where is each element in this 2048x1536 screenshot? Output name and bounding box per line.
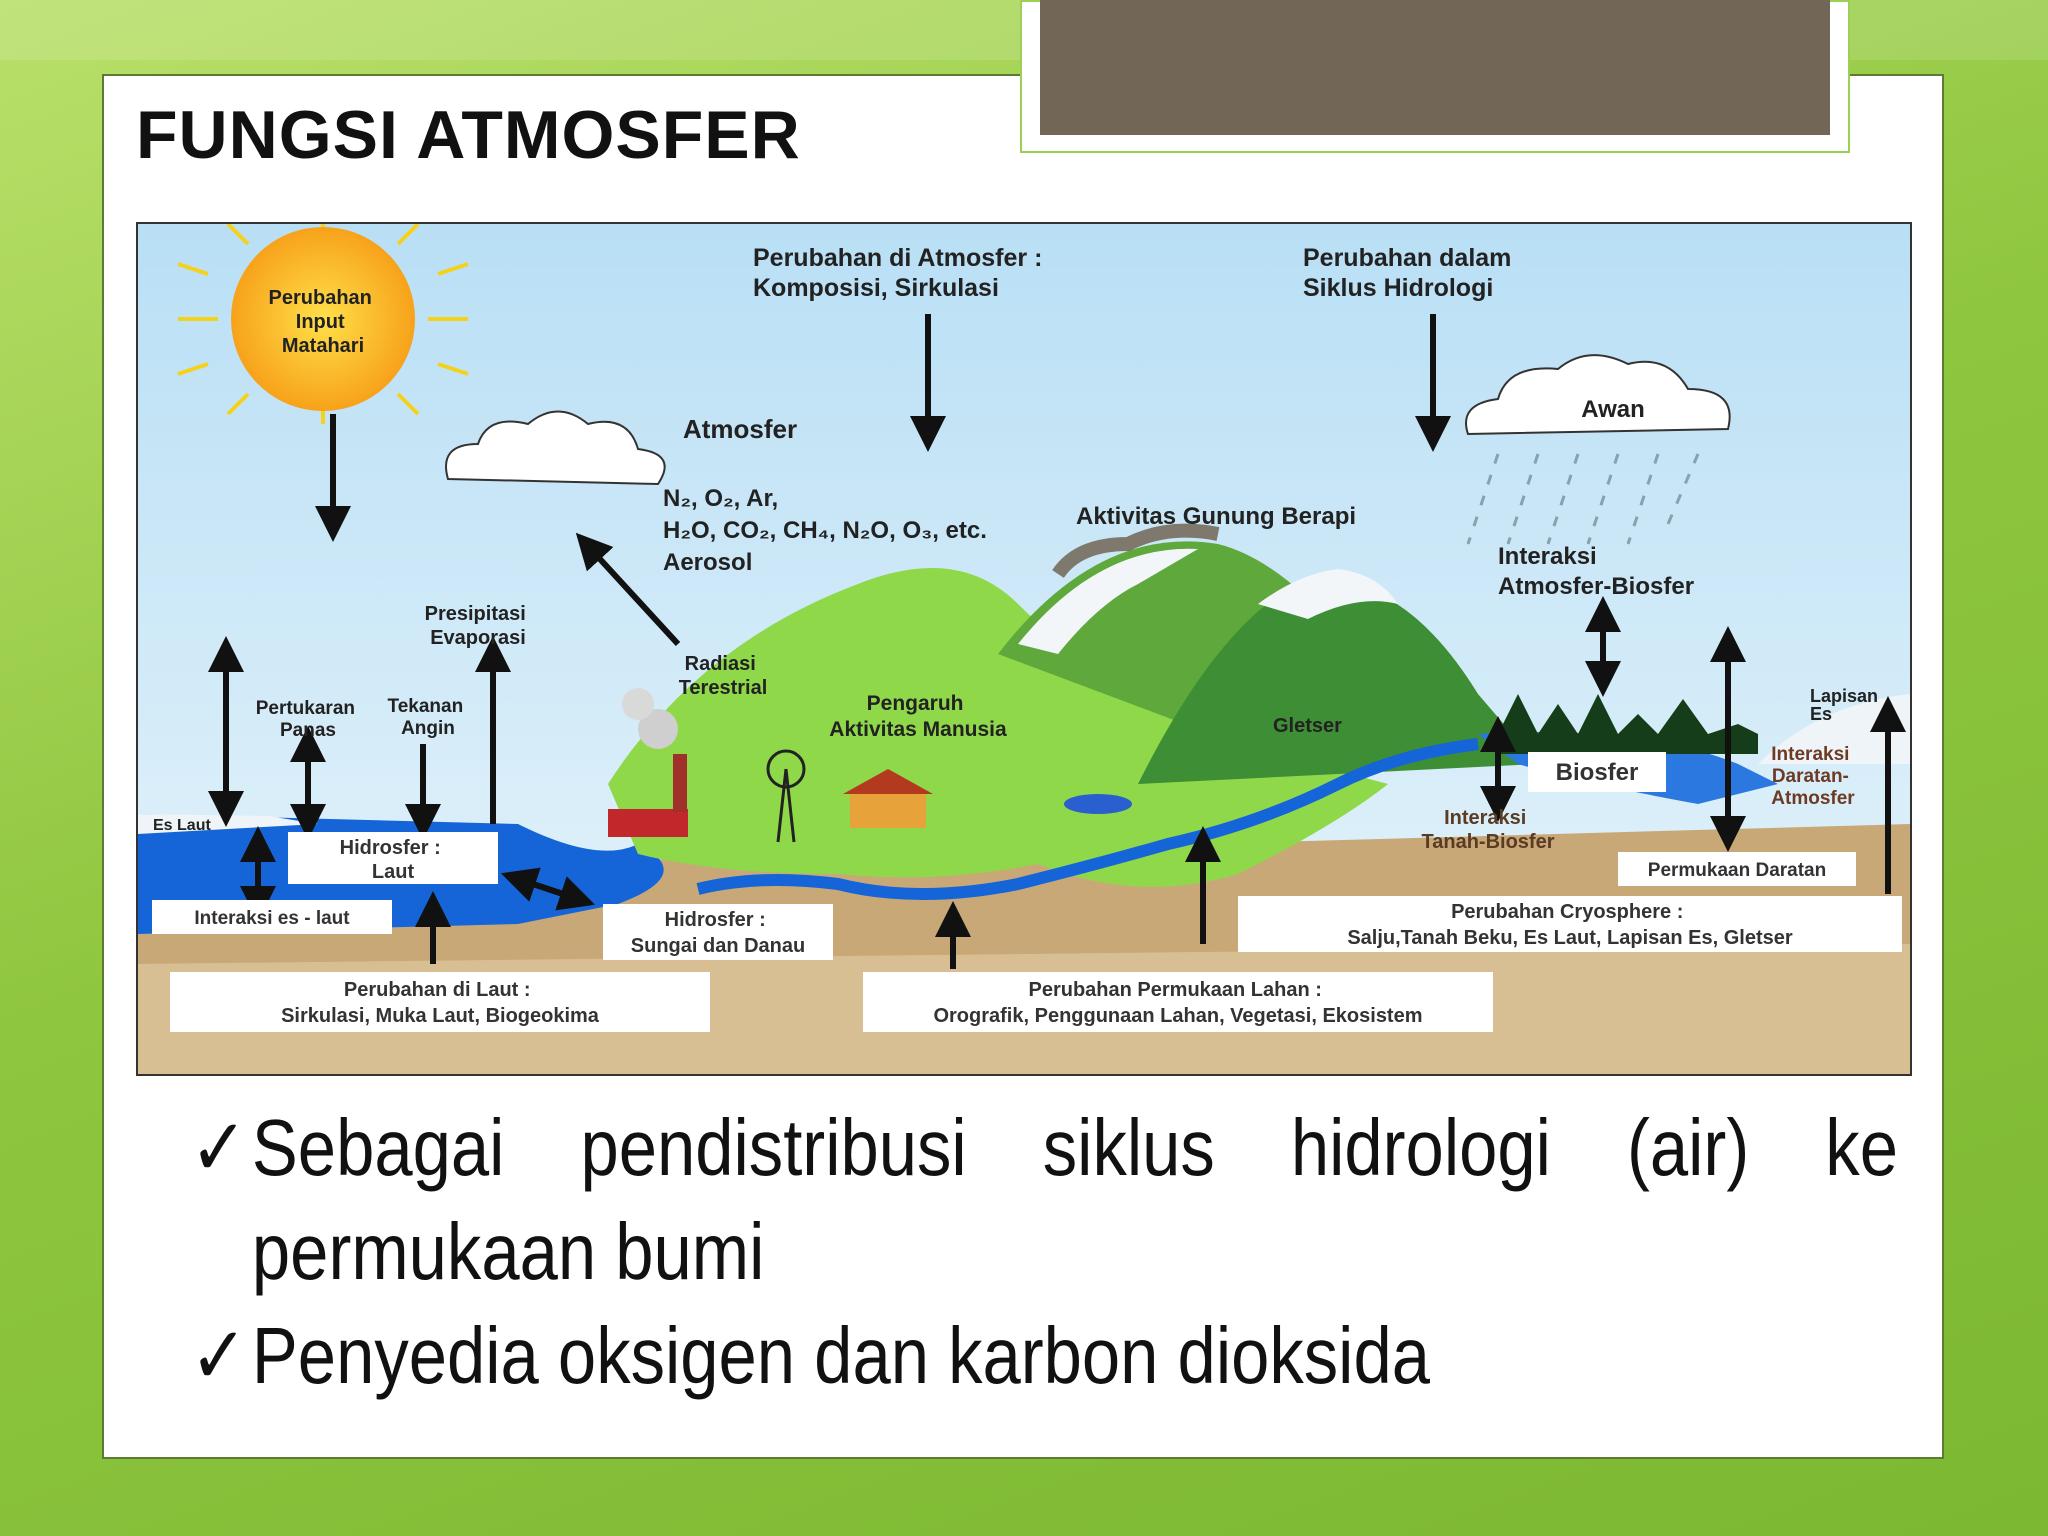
volcano-label: Aktivitas Gunung Berapi: [1076, 503, 1356, 530]
interaksi-es-laut-box: [152, 900, 392, 934]
laut-change-label: Perubahan di Laut : Sirkulasi, Muka Laut…: [281, 979, 600, 1027]
house-icon: [843, 769, 933, 828]
permukaan-daratan-label: Permukaan Daratan: [1648, 860, 1826, 881]
pertukaran-label: Pertukaran Panas: [256, 698, 361, 741]
atm-bio-label: Interaksi Atmosfer-Biosfer: [1498, 543, 1694, 600]
atmosfer-label: Atmosfer: [683, 414, 797, 444]
gletser-label: Gletser: [1273, 715, 1342, 737]
aerosol-label: Aerosol: [663, 549, 752, 576]
bullet-text: Sebagai pendistribusi siklus hidrologi (…: [251, 1103, 1898, 1296]
atm-change-label: Perubahan di Atmosfer : Komposisi, Sirku…: [753, 244, 1049, 302]
radiasi-label: Radiasi Terestrial: [679, 653, 768, 699]
bullet-item: ✓ Sebagai pendistribusi siklus hidrologi…: [190, 1096, 1898, 1304]
bullet-list: ✓ Sebagai pendistribusi siklus hidrologi…: [190, 1096, 1898, 1408]
hidrosfer-laut-label: Hidrosfer : Laut: [340, 837, 447, 883]
cloud-left: [445, 410, 666, 486]
sun-icon: [177, 224, 469, 424]
slide-title: FUNGSI ATMOSFER: [136, 97, 801, 173]
interaksi-daratan-label: Interaksi Daratan- Atmosfer: [1771, 744, 1855, 809]
tekanan-label: Tekanan Angin: [388, 696, 469, 739]
check-icon: ✓: [190, 1311, 248, 1400]
atmosphere-diagram: Perubahan Input Matahari Awan: [136, 222, 1912, 1076]
cryosphere-label: Perubahan Cryosphere : Salju,Tanah Beku,…: [1347, 901, 1793, 949]
lapisan-es-label: Lapisan Es: [1810, 686, 1883, 724]
check-icon: ✓: [190, 1103, 248, 1192]
car-icon: [1064, 794, 1132, 814]
es-laut-label: Es Laut: [153, 817, 211, 834]
interaksi-tanah-label: Interaksi Tanah-Biosfer: [1422, 807, 1555, 853]
forest: [1498, 694, 1758, 754]
mountain: [1138, 581, 1538, 784]
permukaan-daratan-box: [1618, 852, 1856, 886]
windmill-icon: [766, 749, 806, 843]
lahan-change-label: Perubahan Permukaan Lahan : Orografik, P…: [933, 979, 1422, 1027]
bullet-item: ✓ Penyedia oksigen dan karbon dioksida: [190, 1304, 1898, 1408]
hydro-change-label: Perubahan dalam Siklus Hidrologi: [1303, 244, 1518, 302]
green-hills: [608, 568, 1388, 887]
river: [696, 738, 1479, 900]
title-placeholder-box: [1040, 0, 1830, 135]
biosfer-box: [1528, 752, 1666, 792]
gases-line-1: N₂, O₂, Ar,: [663, 485, 778, 512]
interaksi-es-laut-label: Interaksi es - laut: [194, 908, 350, 929]
rain: [1466, 453, 1700, 545]
awan-label: Awan: [1581, 396, 1645, 423]
factory-icon: [608, 688, 688, 837]
presipitasi-label: Presipitasi Evaporasi: [425, 603, 532, 649]
sun-label: Perubahan Input Matahari: [269, 287, 378, 357]
lahan-change-box: [863, 972, 1493, 1032]
cryosphere-box: [1238, 896, 1902, 952]
hidrosfer-sungai-label: Hidrosfer : Sungai dan Danau: [631, 909, 805, 957]
gases-line-2: H₂O, CO₂, CH₄, N₂O, O₃, etc.: [663, 517, 987, 544]
hidrosfer-sungai-box: [603, 904, 833, 960]
hidrosfer-laut-box: [288, 832, 498, 884]
laut-change-box: [170, 972, 710, 1032]
bullet-text: Penyedia oksigen dan karbon dioksida: [251, 1311, 1430, 1400]
arrows: [208, 314, 1906, 969]
cloud-awan: [1465, 354, 1731, 436]
biosfer-label: Biosfer: [1556, 759, 1639, 786]
pengaruh-label: Pengaruh Aktivitas Manusia: [829, 692, 1007, 741]
